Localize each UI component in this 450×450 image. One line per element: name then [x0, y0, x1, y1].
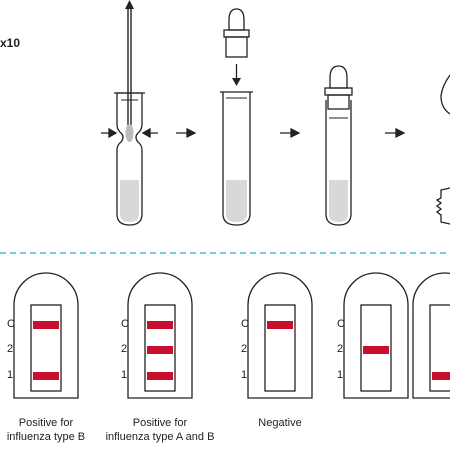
- sample-liquid: [120, 180, 139, 222]
- line-label: C: [7, 318, 15, 330]
- dispense-step: [435, 74, 450, 225]
- line-label: 2: [121, 343, 128, 355]
- arrow-right-icon-3: [280, 127, 301, 139]
- tube-icon: [222, 92, 251, 226]
- swab-tube: [116, 92, 143, 226]
- test-line-2: [147, 346, 173, 354]
- test-line-C: [33, 321, 59, 329]
- cassette-outline: [13, 272, 79, 399]
- line-label: C: [241, 318, 249, 330]
- cassette-outline: [127, 272, 193, 399]
- test-line-C: [267, 321, 293, 329]
- line-label: C: [121, 318, 129, 330]
- result-caption: Negative: [225, 416, 335, 430]
- result-cassettes: [13, 272, 450, 399]
- cassette-window: [144, 304, 176, 392]
- cassette-window: [429, 304, 450, 392]
- line-label: 1: [121, 369, 128, 381]
- line-label: C: [337, 318, 345, 330]
- cassette-window: [264, 304, 296, 392]
- dropper-cap-icon: [228, 8, 245, 31]
- repeat-count: x10: [0, 36, 21, 50]
- caption-line: influenza type A and B: [105, 431, 215, 443]
- arrow-right-icon-4: [385, 127, 406, 139]
- cassette-window: [360, 304, 392, 392]
- cap-step: [176, 8, 253, 226]
- cassette-outline: [412, 272, 450, 399]
- cassette-outline: [343, 272, 409, 399]
- cassette-window: [30, 304, 62, 392]
- capped-tube-step: [280, 65, 406, 226]
- line-label: 2: [7, 343, 14, 355]
- cassette-edge-icon: [435, 187, 450, 225]
- line-label: 2: [337, 343, 344, 355]
- test-line-C: [147, 321, 173, 329]
- arrow-right-icon-2: [176, 127, 197, 139]
- caption-line: Negative: [258, 417, 302, 429]
- line-label: 1: [337, 369, 344, 381]
- line-label: 1: [241, 369, 248, 381]
- swab-step: [101, 0, 158, 226]
- cassette-outline: [247, 272, 313, 399]
- test-line-1: [432, 372, 450, 380]
- swab-head: [125, 124, 134, 142]
- test-line-1: [147, 372, 173, 380]
- arrow-right-icon: [101, 127, 118, 139]
- line-label: 2: [241, 343, 248, 355]
- capped-tube-icon: [329, 65, 348, 89]
- line-label: 1: [7, 369, 14, 381]
- caption-line: influenza type B: [6, 431, 86, 443]
- arrow-left-icon: [141, 127, 158, 139]
- result-caption: Positive for influenza type B: [0, 416, 101, 444]
- test-line-2: [363, 346, 389, 354]
- caption-line: Positive for: [18, 417, 74, 429]
- test-line-1: [33, 372, 59, 380]
- result-caption: Positive for influenza type A and B: [95, 416, 225, 444]
- hand-outline-icon: [440, 74, 450, 115]
- arrow-up-icon: [125, 0, 134, 9]
- caption-line: Positive for: [132, 417, 188, 429]
